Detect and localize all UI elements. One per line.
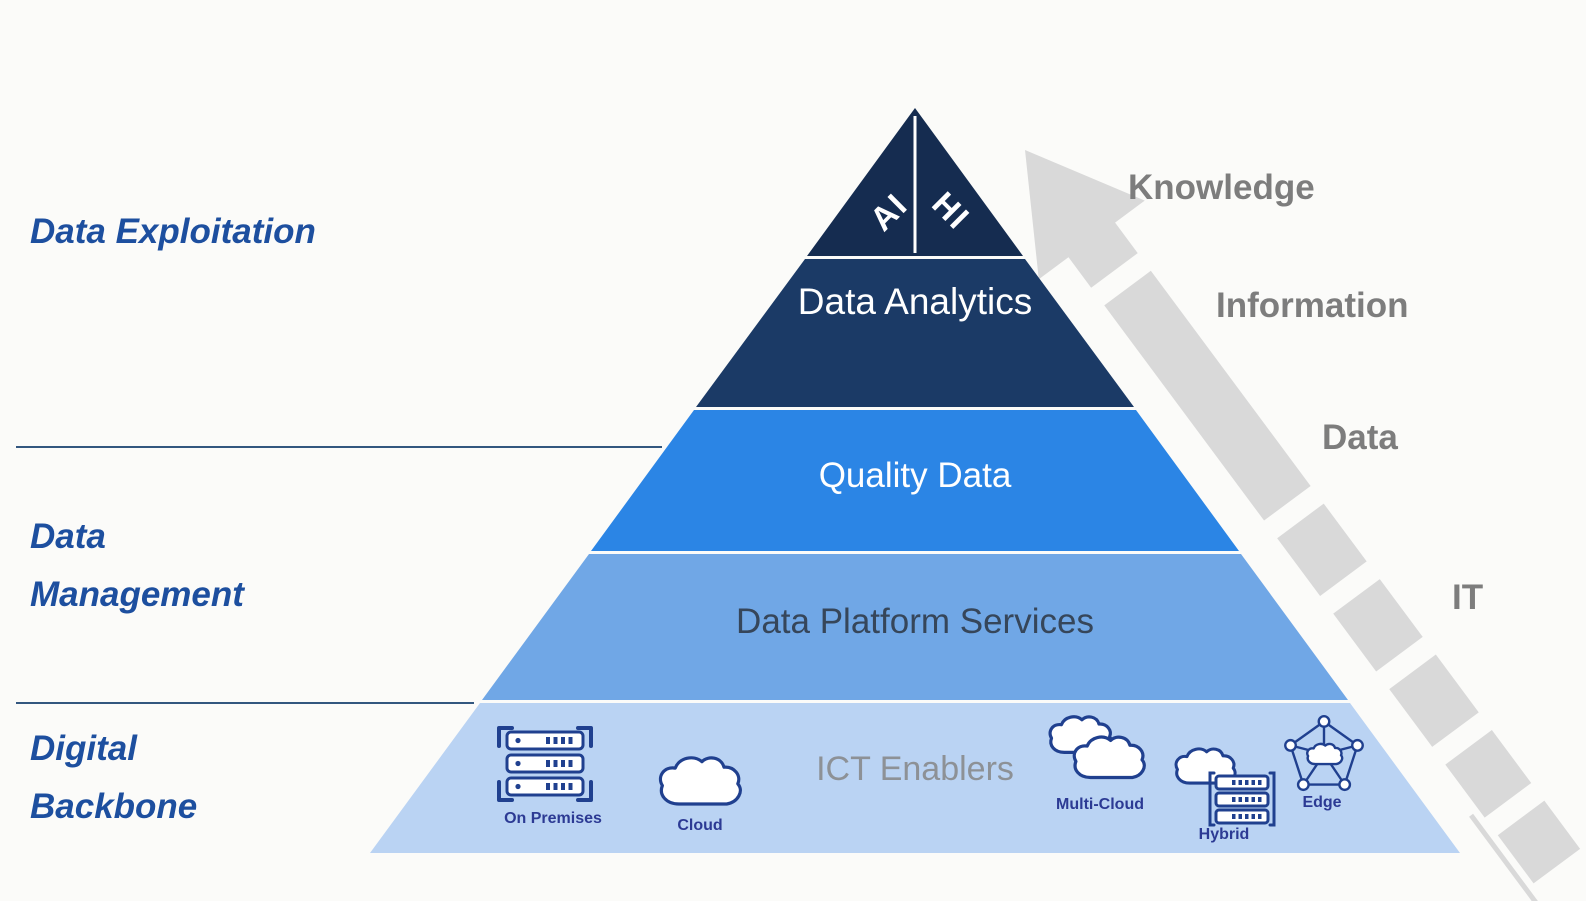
arrow-dash	[1277, 503, 1367, 596]
arrow-dash	[1389, 654, 1479, 747]
value-chain-label-data: Data	[1322, 418, 1398, 457]
band-label-data-platform-services: Data Platform Services	[736, 602, 1094, 641]
hybrid-cloud-server-icon	[1174, 747, 1276, 827]
enabler-label-edge: Edge	[1302, 794, 1342, 811]
band-label-ict-enablers: ICT Enablers	[816, 750, 1014, 788]
edge-network-icon	[1284, 715, 1364, 792]
pyramid-level-quality-data-shape	[591, 410, 1239, 551]
band-label-quality-data: Quality Data	[818, 456, 1012, 495]
arrow-dash	[1497, 800, 1581, 884]
value-chain-arrow	[1025, 150, 1581, 901]
pyramid-level-data-platform-shape	[482, 554, 1348, 700]
band-label-data-analytics: Data Analytics	[797, 281, 1033, 322]
cloud-icon	[658, 756, 742, 806]
pyramid-level-data-analytics-shape	[696, 259, 1134, 407]
multi-cloud-icon	[1048, 715, 1146, 780]
value-chain-label-information: Information	[1216, 286, 1409, 325]
enabler-label-hybrid: Hybrid	[1198, 826, 1250, 843]
section-label-data-exploitation: Data Exploitation	[30, 212, 316, 251]
arrow-head	[1025, 150, 1145, 280]
enabler-label-on-premises: On Premises	[504, 810, 602, 827]
enabler-label-multi-cloud: Multi-Cloud	[1056, 796, 1144, 813]
section-label-data-management: Data Management	[30, 517, 244, 614]
section-label-digital-backbone: Digital Backbone	[30, 729, 198, 826]
value-chain-label-knowledge: Knowledge	[1128, 168, 1315, 207]
pyramid-level-ict-enablers-shape	[370, 703, 1460, 853]
enabler-label-cloud: Cloud	[677, 817, 723, 834]
arrow-dash	[1333, 579, 1423, 672]
value-chain-label-it: IT	[1452, 578, 1484, 617]
arrow-dash	[1445, 730, 1532, 818]
server-rack-icon	[497, 726, 593, 802]
arrow-head-stub	[1064, 217, 1138, 288]
arrow-shaft	[1104, 270, 1311, 521]
arrow-tail-sliver	[1469, 813, 1540, 901]
